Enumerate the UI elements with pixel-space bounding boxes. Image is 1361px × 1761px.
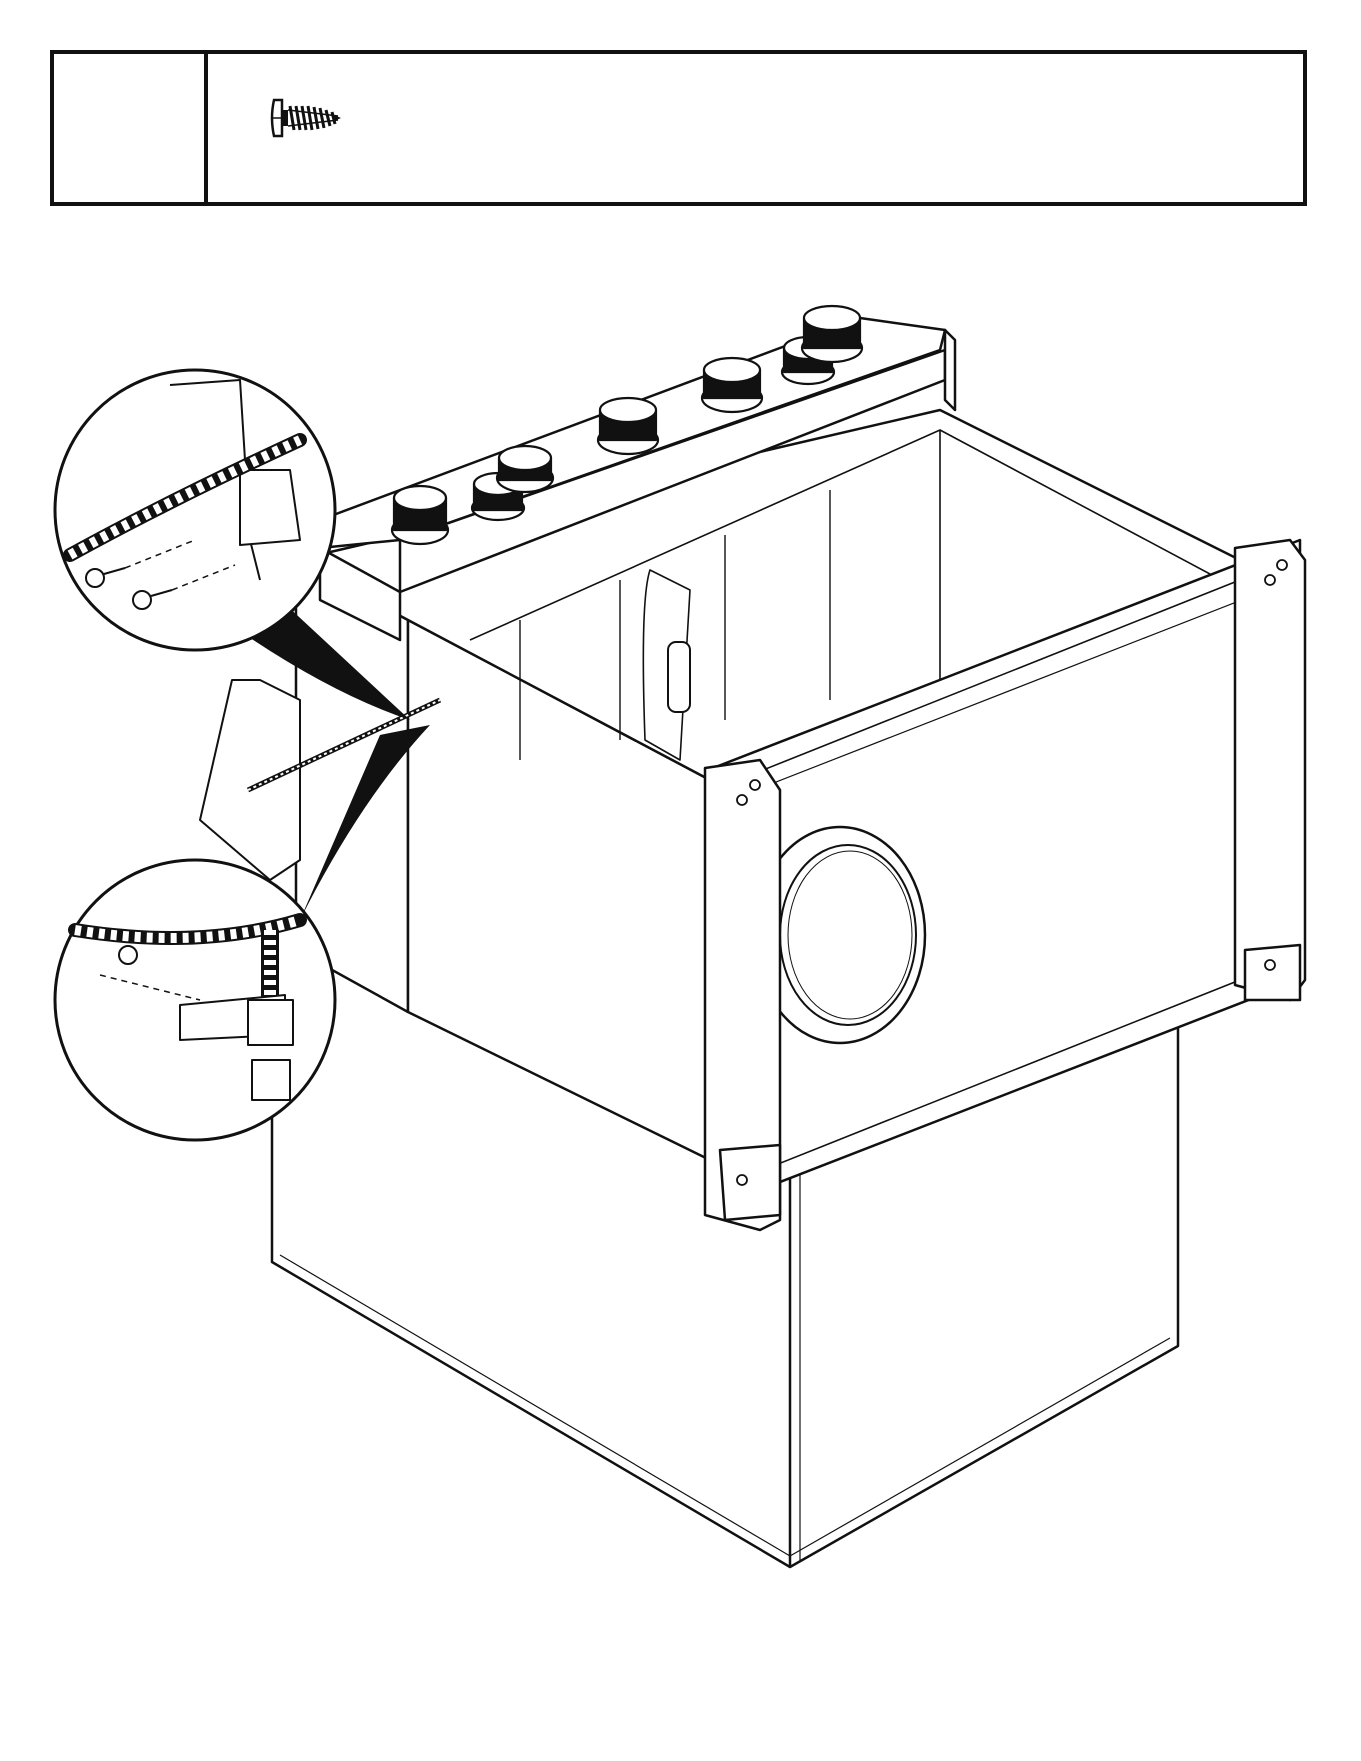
knob-1: [392, 486, 448, 544]
knob-4: [598, 398, 658, 454]
knob-7: [802, 306, 862, 362]
knob-3: [497, 446, 553, 492]
knob-5: [702, 358, 762, 412]
